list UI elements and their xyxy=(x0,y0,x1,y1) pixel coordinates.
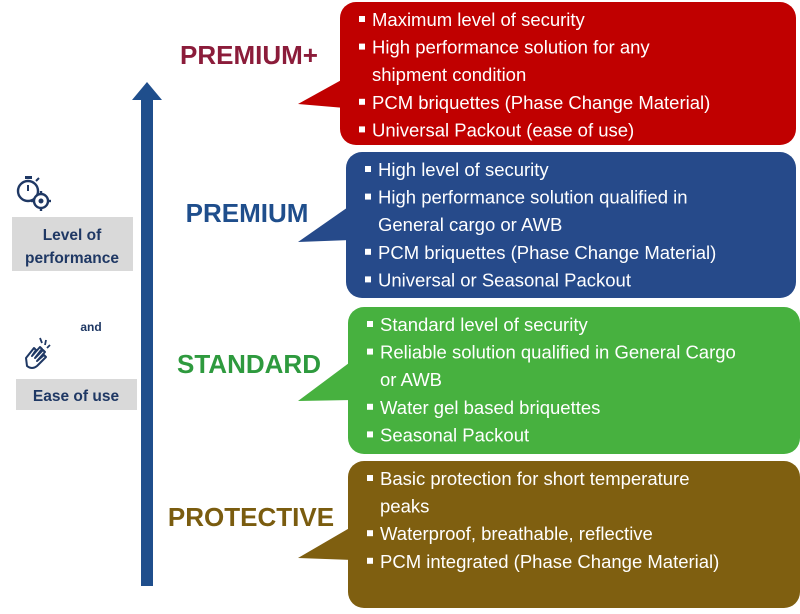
bullet-marker xyxy=(359,16,365,22)
bullet-text: PCM integrated (Phase Change Material) xyxy=(380,551,719,572)
bullet-text: Universal Packout (ease of use) xyxy=(372,119,634,140)
hand-gesture-icon xyxy=(25,337,51,369)
bullet-text: General cargo or AWB xyxy=(378,214,562,235)
arrow-shaft xyxy=(141,96,153,586)
bullet-marker xyxy=(367,530,373,537)
bullet-marker xyxy=(367,403,373,410)
bullet-text: shipment condition xyxy=(372,64,526,85)
performance-label-line1: Level of xyxy=(43,227,102,244)
bullet-text: High performance solution qualified in xyxy=(378,187,688,208)
bullet-marker xyxy=(359,126,365,133)
callout-pointer xyxy=(298,360,353,401)
ease-label-box xyxy=(16,379,137,410)
bullet-marker xyxy=(367,348,373,355)
bullet-text: PCM briquettes (Phase Change Material) xyxy=(378,242,716,263)
bullet-text: Water gel based briquettes xyxy=(380,397,600,418)
bullet-text: PCM briquettes (Phase Change Material) xyxy=(372,92,710,113)
performance-arrow xyxy=(132,82,162,586)
bullet-text: High level of security xyxy=(378,159,549,180)
bullet-marker xyxy=(367,557,373,564)
tier-name: STANDARD xyxy=(177,349,321,379)
callout-box xyxy=(348,461,800,608)
stopwatch-gear-icon xyxy=(16,176,51,211)
bullet-marker xyxy=(365,193,371,200)
bullet-text: Standard level of security xyxy=(380,314,588,335)
bullet-marker xyxy=(365,166,371,172)
tier-name: PREMIUM+ xyxy=(180,40,318,70)
callout-box xyxy=(348,307,800,454)
tier-3: STANDARD Standard level of securityReliab… xyxy=(177,307,800,454)
bullet-marker xyxy=(365,248,371,255)
callout-box xyxy=(346,152,796,298)
bullet-marker xyxy=(367,475,373,481)
side-panel: Level of performance and Ease of use xyxy=(12,176,137,410)
performance-label-box xyxy=(12,217,133,271)
bullet-marker xyxy=(365,276,371,283)
arrow-head xyxy=(132,82,162,100)
callout-pointer xyxy=(298,78,345,108)
bullet-marker xyxy=(367,321,373,327)
bullet-text: Seasonal Packout xyxy=(380,424,529,445)
tier-name: PROTECTIVE xyxy=(168,502,334,532)
bullet-text: Basic protection for short temperature xyxy=(380,468,690,489)
bullet-marker xyxy=(359,98,365,105)
bullet-text: peaks xyxy=(380,496,429,517)
and-text: and xyxy=(80,320,101,334)
bullet-text: Maximum level of security xyxy=(372,9,586,30)
performance-label-line2: performance xyxy=(25,250,119,267)
bullet-text: Waterproof, breathable, reflective xyxy=(380,523,653,544)
callout-pointer xyxy=(298,526,353,560)
callout-box xyxy=(340,2,796,145)
bullet-text: Universal or Seasonal Packout xyxy=(378,269,631,290)
bullet-text: or AWB xyxy=(380,369,442,390)
bullet-marker xyxy=(367,431,373,438)
callout-pointer xyxy=(298,205,351,242)
bullet-text: High performance solution for any xyxy=(372,37,650,58)
bullet-marker xyxy=(359,43,365,50)
tier-4: PROTECTIVE Basic protection for short tem… xyxy=(168,461,800,608)
tier-name: PREMIUM xyxy=(186,198,309,228)
bullet-text: Reliable solution qualified in General C… xyxy=(380,342,736,363)
ease-label: Ease of use xyxy=(33,388,120,405)
